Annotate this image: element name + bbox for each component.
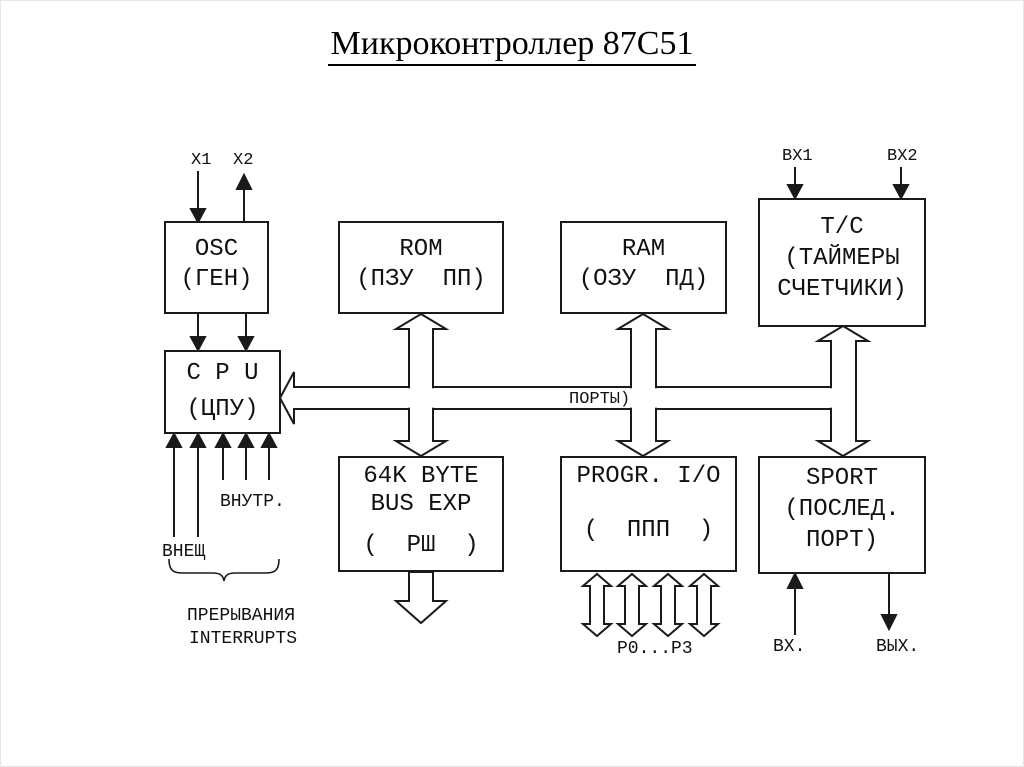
label-bx1: ВХ1 [782, 147, 813, 166]
osc-cpu-arrow-right [237, 314, 255, 353]
block-label: ( ППП ) [583, 517, 714, 544]
block-timers-counters: Т/С (ТАЙМЕРЫ СЧЕТЧИКИ) [758, 198, 926, 327]
block-label: RAM [621, 236, 666, 263]
serial-out-arrow [880, 574, 898, 632]
block-label: PROGR. I/O [576, 463, 721, 490]
block-rom: ROM (ПЗУ ПП) [338, 221, 504, 314]
bx2-input-arrow [892, 167, 910, 201]
label-serial-out: ВЫХ. [876, 637, 920, 657]
block-label: (ПЗУ ПП) [356, 266, 486, 293]
external-interrupt-arrow-1 [165, 431, 183, 537]
internal-interrupt-arrow-2 [237, 431, 255, 480]
block-label: Т/С [820, 214, 864, 241]
label-interrupts-en: INTERRUPTS [189, 629, 298, 649]
junction-patch-tc [828, 388, 841, 408]
block-bus-expansion: 64K BYTE BUS EXP ( РШ ) [338, 456, 504, 572]
block-cpu: C P U (ЦПУ) [164, 350, 281, 434]
osc-cpu-arrow-left [189, 314, 207, 353]
bus-exp-down-arrow [393, 571, 449, 625]
x1-input-arrow [189, 171, 207, 225]
block-label: СЧЕТЧИКИ) [777, 276, 907, 303]
junction-patch-rom [407, 388, 435, 408]
external-interrupt-arrow-2 [189, 431, 207, 537]
block-label: (ПОСЛЕД. [784, 496, 900, 523]
block-label: BUS EXP [370, 491, 472, 518]
label-ports: ПОРТЫ) [569, 390, 631, 409]
interrupts-brace [168, 558, 280, 582]
label-bx2: ВХ2 [887, 147, 918, 166]
rom-bus-arrow [392, 312, 450, 458]
port-io-arrow-3 [651, 572, 685, 638]
block-label: OSC [194, 236, 239, 263]
block-label: (ГЕН) [180, 266, 253, 293]
label-p0-p3: P0...P3 [617, 639, 693, 659]
x2-output-arrow [235, 172, 253, 221]
label-interrupts-ru: ПРЕРЫВАНИЯ [187, 606, 296, 626]
internal-interrupt-arrow-3 [260, 431, 278, 480]
port-io-arrow-4 [687, 572, 721, 638]
block-label: ROM [399, 236, 443, 263]
internal-interrupt-arrow-1 [214, 431, 232, 480]
block-ram: RAM (ОЗУ ПД) [560, 221, 727, 314]
page-title: Микроконтроллер 87С51 [1, 25, 1023, 66]
label-x2: X2 [233, 151, 254, 170]
page-title-text: Микроконтроллер 87С51 [327, 25, 697, 66]
block-label: ПОРТ) [805, 527, 878, 554]
port-io-arrow-1 [580, 572, 614, 638]
block-label: (ТАЙМЕРЫ [784, 245, 900, 272]
block-label: (ЦПУ) [186, 396, 259, 423]
block-programmable-io: PROGR. I/O ( ППП ) [560, 456, 737, 572]
block-label: ( РШ ) [363, 532, 479, 559]
label-external-interrupts: ВНЕЩ [162, 542, 206, 562]
serial-in-arrow [786, 571, 804, 635]
label-x1: X1 [191, 151, 212, 170]
label-serial-in: ВХ. [773, 637, 806, 657]
block-label: 64K BYTE [363, 463, 479, 490]
junction-patch-ram [629, 388, 657, 408]
ram-bus-arrow [614, 312, 672, 458]
block-label: C P U [186, 360, 259, 387]
block-oscillator: OSC (ГЕН) [164, 221, 269, 314]
block-serial-port: SPORT (ПОСЛЕД. ПОРТ) [758, 456, 926, 574]
ports-bus [278, 371, 856, 425]
bx1-input-arrow [786, 167, 804, 201]
label-internal-interrupts: ВНУТР. [220, 492, 285, 512]
port-io-arrow-2 [615, 572, 649, 638]
block-label: (ОЗУ ПД) [578, 266, 709, 293]
block-label: SPORT [805, 465, 878, 492]
